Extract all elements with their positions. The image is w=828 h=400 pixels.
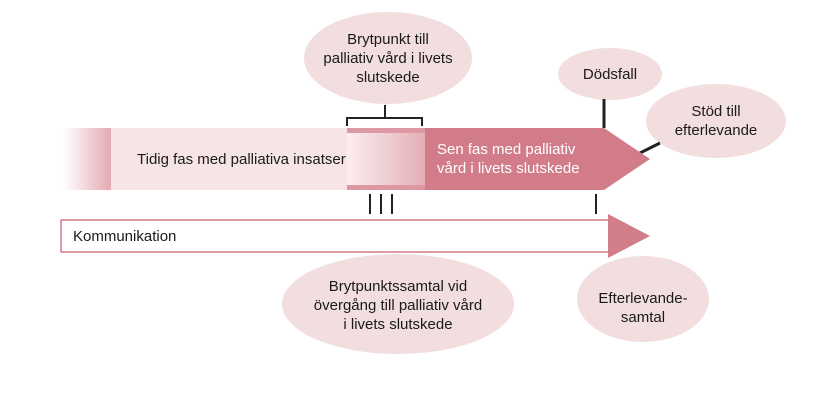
transition-top-stripe — [347, 128, 425, 133]
late-phase-arrow — [425, 128, 650, 190]
efterlevandesamtal-label: Efterlevande- samtal — [598, 290, 688, 326]
brytpunkt-bubble — [304, 12, 472, 104]
communication-bar — [60, 219, 612, 253]
efterlevandesamtal-bubble — [577, 256, 709, 342]
dodsfall-label: Dödsfall — [582, 65, 638, 83]
stod-label: Stöd till efterlevande — [674, 103, 758, 139]
brytpunktssamtal-label: Brytpunktssamtal vid övergång till palli… — [313, 277, 483, 333]
transition-bar — [347, 128, 425, 190]
communication-arrowhead — [608, 214, 650, 258]
early-phase-edge — [63, 128, 111, 190]
brytpunkt-brace — [346, 105, 423, 126]
late-phase-label: Sen fas med palliativ vård i livets slut… — [437, 141, 580, 177]
dodsfall-bubble — [558, 48, 662, 100]
transition-bottom-stripe — [347, 185, 425, 190]
brytpunktssamtal-bubble — [282, 254, 514, 354]
stod-bubble — [646, 84, 786, 158]
early-phase-label: Tidig fas med palliativa insatser — [137, 150, 346, 168]
brytpunkt-label: Brytpunkt till palliativ vård i livets s… — [323, 30, 453, 86]
communication-label: Kommunikation — [73, 227, 177, 245]
early-phase-bar — [111, 128, 347, 190]
